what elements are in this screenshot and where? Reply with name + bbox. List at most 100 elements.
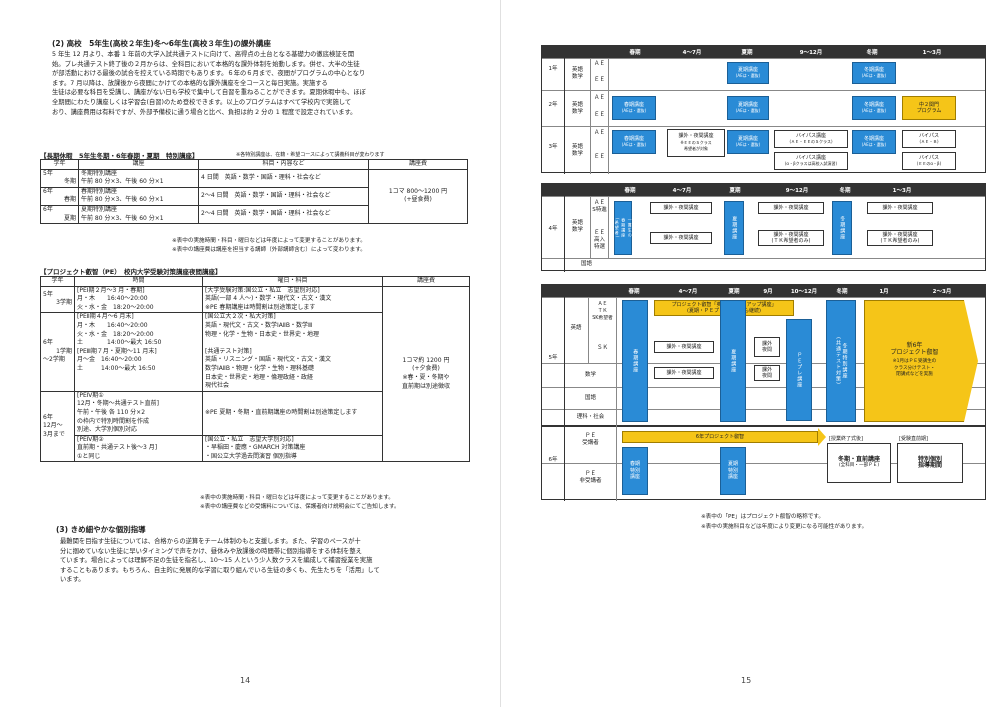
table1-header: 講座 [78, 159, 199, 170]
period-header: 2～3月 [932, 289, 952, 295]
time-line: [PEⅢ期７月・夏期～11 月末] [77, 347, 157, 355]
section-3-heading: (3) きめ細やかな個別指導 [56, 525, 146, 534]
end-ceremony-note: [授業終了式後] [829, 436, 863, 442]
subject-label: 英語 数学 [571, 67, 583, 80]
table2-title: 【プロジェクト叡智（PE） 校内大学受験対策講座夜間講座】 [40, 268, 222, 276]
kagai-course-box: 課外 夜間 [754, 365, 780, 381]
subject-line: [共通テスト対策] [205, 347, 252, 355]
course-cell: 冬期特別講座 [81, 169, 118, 177]
fee-line: (+夕食費) [412, 365, 440, 373]
period-header: 冬期 [866, 50, 878, 56]
paragraph-line: 生徒は必要な科目を受講し、講座がない日も学校で集中して自習を重ねることができます… [52, 89, 366, 97]
page-number: 14 [240, 676, 251, 685]
kagai-course-box: 課外・夜間講座 [758, 202, 824, 214]
subject-line: [国公立大２次・私大対策] [205, 313, 276, 321]
term-cell: 3学期 [56, 299, 72, 307]
time-cell: 午前 80 分×3、午後 60 分×1 [81, 196, 164, 204]
grade-label: 4年 [548, 226, 558, 232]
winter-final-box: 冬期・直前講座(全科目・一部ＰＥ) [827, 443, 891, 483]
bypass-course-box: バイパス講座(ＡＥ・ＥＥのＳクラス) [774, 130, 848, 148]
table2-footnote: ※表中の講座費などの受講料については、保護者向け説明会にてご告知します。 [200, 504, 400, 510]
subject-line: 英語・リスニング・国語・現代文・古文・漢文 [205, 356, 332, 364]
paragraph-line: おり、講座費用は有料ですが、外部予備校に通う場合と比べ、負担は約 2 分の 1 … [52, 108, 357, 116]
time-line: ①と同じ [77, 452, 101, 460]
course-label: ＥＥ 高入 特選 [593, 230, 605, 250]
subject-label: 国語 [580, 261, 592, 267]
spring-course-box: 春期講座(AEは・選抜) [612, 96, 656, 120]
period-header: 夏期 [741, 50, 753, 56]
term-cell: 3月まで [43, 430, 65, 438]
bypass-box: バイパス(ＥＥのα・β) [902, 152, 956, 170]
time-line: [PEⅡ期４月～6 月末] [77, 313, 134, 321]
summer-special-box: 夏期 特別 講座 [720, 447, 746, 495]
table1-header: 講座費 [368, 159, 468, 170]
time-line: 午前・午後 各 110 分×2 [77, 408, 146, 416]
table1-note: ※各特別講座は、在籍・希望コースによって講義科目が変わります [236, 152, 385, 158]
grade-cell: 6年 [43, 205, 53, 213]
subject-line: 数学ⅠAⅡB・物理・化学・生物・理科基礎 [205, 364, 314, 372]
fee-line: 直前期は別途徴収 [401, 382, 450, 390]
grade-cell: 6年 [43, 413, 53, 421]
kagai-course-box: 課外・夜間講座 [867, 202, 933, 214]
course-label: ＥＥ [593, 112, 605, 118]
time-cell: 午前 80 分×3、午後 60 分×1 [81, 178, 164, 186]
term-cell: 12月～ [43, 422, 63, 430]
grade-label: 1年 [548, 66, 558, 72]
time-line: 月～金 16:40～20:00 [77, 356, 142, 364]
subject-line: 日本史・世界史・地理・倫理政経・政経 [205, 373, 314, 381]
bypass-box: バイパス(ＡＥ・Ｂ) [902, 130, 956, 148]
subject-label: 英語 数学 [571, 144, 583, 157]
subject-label: 英語 数学 [571, 102, 583, 115]
subject-cell: [大学受験対策:国公立・私立 志望別対応]英語(一部 4 人～)・数学・現代文・… [202, 285, 383, 314]
chu2-program-box: 中２関門プログラム [902, 96, 956, 120]
subject-line: 物理・化学・生物・日本史・世界史・地理 [205, 330, 320, 338]
table1-title: 【長期休暇 5年生冬期・6年春期・夏期 特別講座】 [40, 152, 199, 160]
term-cell: 春期 [63, 196, 76, 204]
period-header: 9～12月 [799, 50, 823, 56]
subject-cell: ※PE 夏期・冬期・直前期講座の時間割は別途策定します [202, 390, 383, 436]
paragraph-line: 5 年生 12 月より、本番 1 年前の大学入試共通テストに向けて、高得点の土台… [52, 51, 355, 58]
summer-course-box: 夏期講座(AEは・選抜) [727, 130, 769, 154]
paragraph-line: 分に掴めていない生徒に早いタイミングで声をかけ、昼休みや放課後の時間帯に個別指導… [60, 547, 362, 555]
period-header: 夏期 [729, 188, 741, 194]
section-3-paragraph: 最難関を目指す生徒については、合格からの逆算をチーム体制のもと支援します。また、… [60, 537, 472, 585]
paragraph-line: が部活動における最後の試合を控えている時期でもあります。６年の６月まで、夜間がプ… [52, 70, 366, 78]
fee-line: ※春・夏・冬期や [402, 374, 450, 382]
time-line: の枠内で特別時間割を作成 [77, 417, 150, 425]
table-row: 6年春期 春期特別講座午前 80 分×3、午後 60 分×1 2～4 日間 英語… [40, 186, 468, 206]
kagai-course-box: 課外・夜間講座 [650, 202, 712, 214]
course-label: ＡＥ S特進 [592, 200, 607, 213]
time-line: 土 14:00～最大 16:50 [77, 339, 162, 347]
subject-line: ・早稲田・慶應・GMARCH 対策講座 [205, 444, 306, 452]
pe-pre-course-box: ＰＥプレ講座 [786, 319, 812, 421]
summer-course-box: 夏期講座 [724, 201, 744, 255]
grade-label: 2年 [548, 102, 558, 108]
term-cell: 冬期 [63, 178, 76, 186]
course-label: ＥＥ [593, 77, 605, 83]
section-2-paragraph: 5 年生 12 月より、本番 1 年前の大学入試共通テストに向けて、高得点の土台… [52, 50, 472, 117]
period-header: 4～7月 [678, 289, 698, 295]
winter-course-box: 冬期講座 [832, 201, 852, 255]
paragraph-line: することもあります。もちろん、自主的に発展的な学習に取り組んでいる生徒の多くも、… [60, 566, 380, 574]
course-label: ＡＥ [593, 130, 605, 136]
summer-course-box: 夏期講座(AEは・選抜) [727, 96, 769, 120]
spring-special-box: 春期 特別 講座 [622, 447, 648, 495]
paragraph-line: ています。場合によっては理解不足の生徒を指名し、10～15 人という少人数クラス… [60, 557, 373, 565]
paragraph-line: 最難関を目指す生徒については、合格からの逆算をチーム体制のもと支援します。また、… [60, 538, 361, 545]
period-header: 10～12月 [790, 289, 818, 295]
table2-header: 学年 [40, 276, 75, 287]
arrow-right-icon [964, 300, 978, 422]
term-cell: ～2学期 [43, 356, 65, 364]
fee-line: 1コマ約 1200 円 [402, 356, 450, 364]
period-header: 1～3月 [892, 188, 912, 194]
